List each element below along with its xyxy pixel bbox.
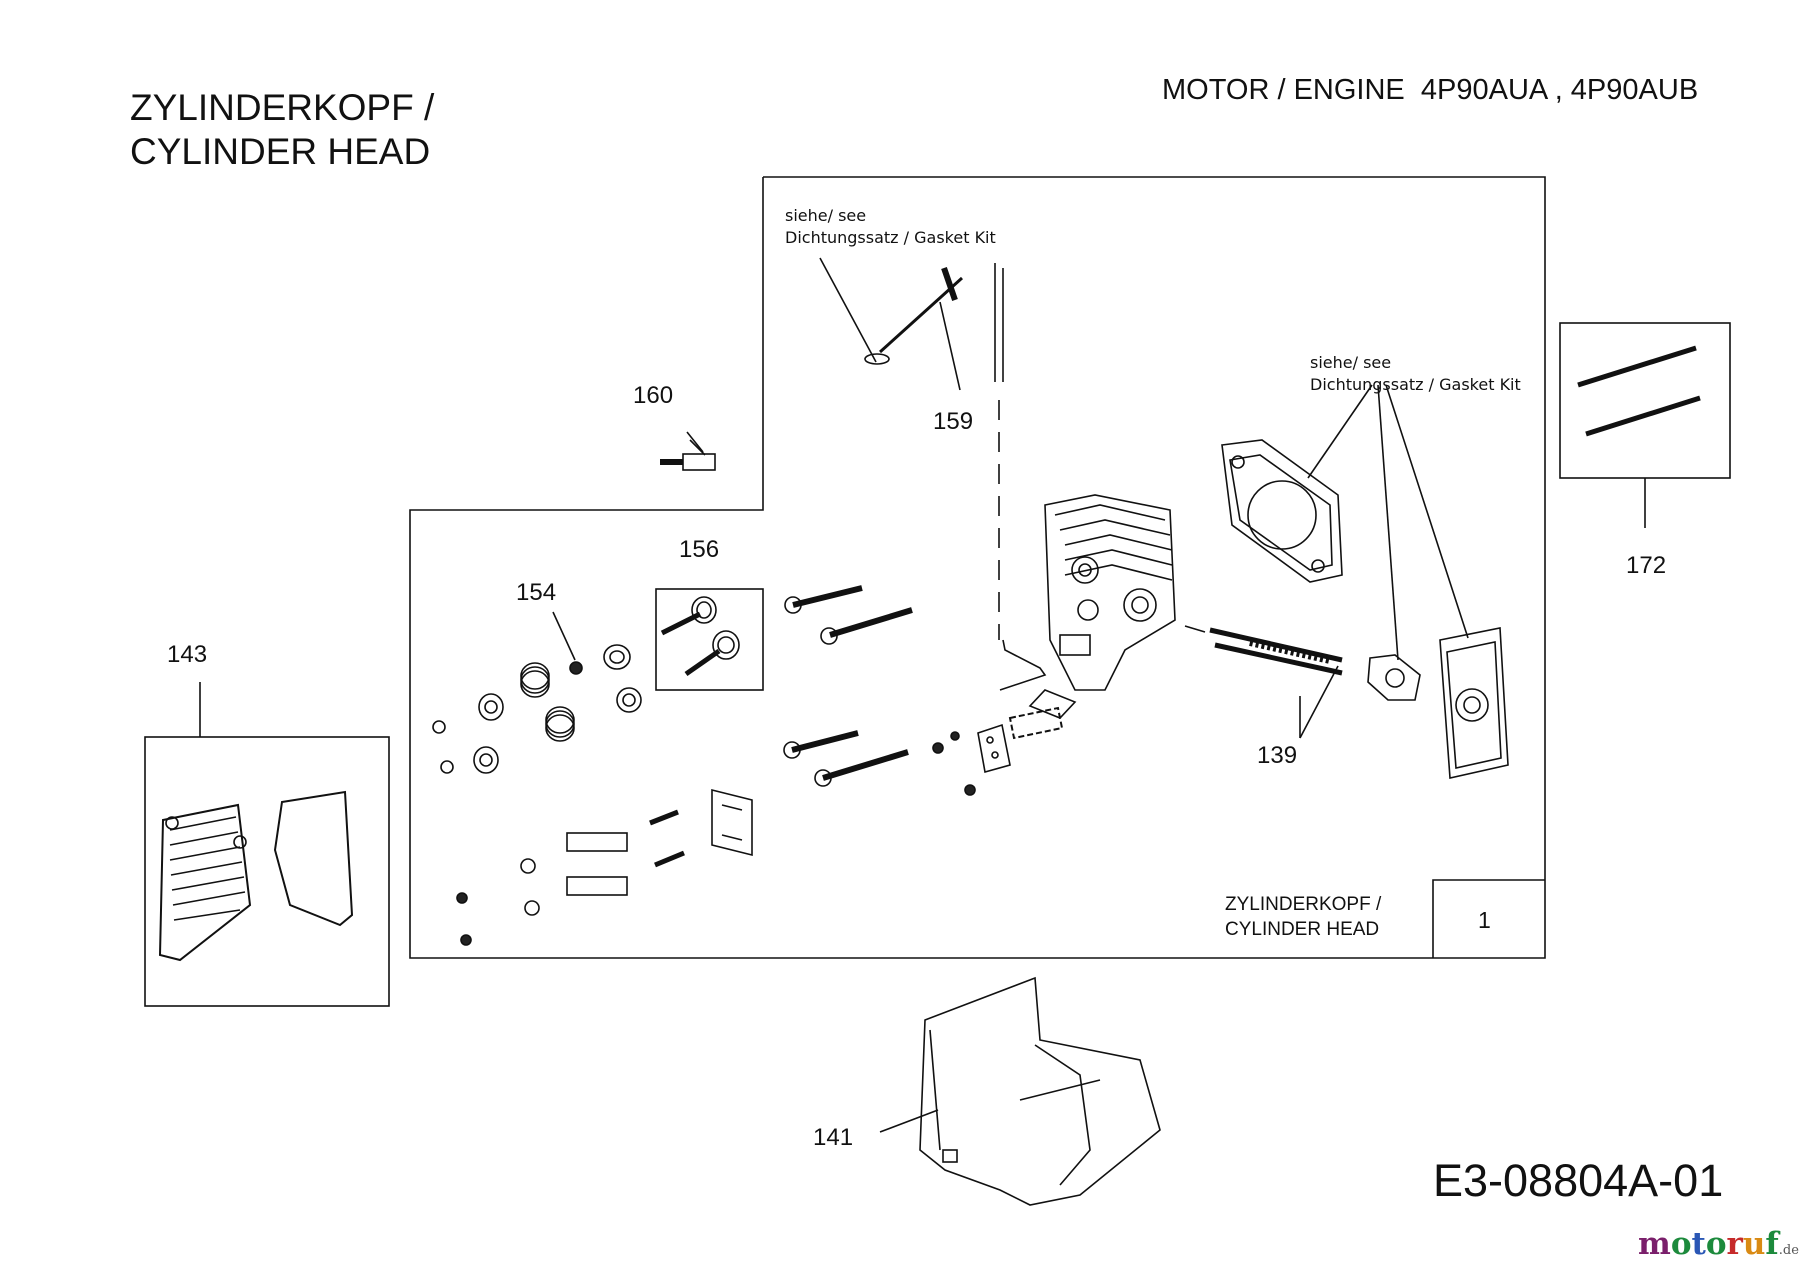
- spark-plug-icon: [660, 439, 716, 471]
- head-gasket-icon: [1221, 439, 1343, 583]
- part-number-160: 160: [633, 382, 674, 409]
- brand-letter: t: [1691, 1226, 1706, 1262]
- title-block-number: 1: [1478, 907, 1491, 933]
- note-line: siehe/ see: [1310, 353, 1392, 372]
- valve-icon: [660, 596, 740, 677]
- part-number-172: 172: [1626, 552, 1667, 579]
- valve-retainer-icon: [432, 644, 642, 774]
- title-block-line: CYLINDER HEAD: [1225, 919, 1380, 940]
- assembly-frame: [409, 176, 1546, 959]
- box-156: [655, 588, 764, 691]
- brand-letter: m: [1638, 1226, 1671, 1262]
- brand-letter: f: [1765, 1226, 1779, 1262]
- intake-gasket-icon: [1367, 654, 1421, 701]
- valve-spring-icon: [520, 662, 575, 742]
- page-title-line-1: ZYLINDERKOPF /: [130, 87, 435, 128]
- brand-logo-main: motoruf: [1638, 1226, 1779, 1262]
- brand-letter: o: [1705, 1226, 1727, 1262]
- engine-label: MOTOR / ENGINE 4P90AUA , 4P90AUB: [1162, 74, 1699, 106]
- brand-letter: r: [1726, 1226, 1743, 1262]
- page-title-line-2: CYLINDER HEAD: [130, 131, 431, 172]
- title-block-line: ZYLINDERKOPF /: [1225, 894, 1382, 915]
- head-bolt-icon: [783, 585, 913, 787]
- drawing-code: E3-08804A-01: [1433, 1155, 1724, 1206]
- brand-logo: motoruf.de: [1638, 1226, 1799, 1262]
- part-number-154: 154: [516, 579, 557, 606]
- title-block-frame: [1432, 879, 1545, 958]
- cylinder-head-icon: [1044, 494, 1176, 691]
- gasket-kit-note-2: siehe/ see Dichtungssatz / Gasket Kit: [1310, 352, 1521, 396]
- note-line: Dichtungssatz / Gasket Kit: [785, 228, 996, 247]
- note-line: Dichtungssatz / Gasket Kit: [1310, 375, 1521, 394]
- part-number-159: 159: [933, 408, 974, 435]
- part-number-139: 139: [1257, 742, 1298, 769]
- part-number-141: 141: [813, 1124, 854, 1151]
- box-172: [1559, 322, 1731, 479]
- guide-plate-icon: [711, 788, 753, 857]
- note-line: siehe/ see: [785, 206, 867, 225]
- leader-lines: [686, 384, 1469, 1133]
- stud-bolt-icon: [1184, 625, 1343, 676]
- valve-cover-gasket-icon: [273, 790, 354, 927]
- part-number-156: 156: [679, 536, 720, 563]
- page-title: ZYLINDERKOPF / CYLINDER HEAD: [130, 86, 434, 174]
- rocker-arm-icon: [456, 809, 685, 946]
- brand-logo-suffix: .de: [1778, 1243, 1799, 1258]
- breather-icon: [932, 689, 1077, 796]
- insulator-plate-icon: [1439, 627, 1509, 779]
- cylinder-shroud-icon: [919, 976, 1161, 1206]
- title-block-label: ZYLINDERKOPF / CYLINDER HEAD: [1225, 892, 1381, 942]
- gasket-kit-note-1: siehe/ see Dichtungssatz / Gasket Kit: [785, 205, 996, 249]
- brand-letter: o: [1670, 1226, 1692, 1262]
- box-143: [144, 736, 390, 1007]
- valve-cover-icon: [158, 803, 252, 962]
- valve-guide-icon: [819, 257, 1004, 391]
- brand-letter: u: [1742, 1226, 1766, 1262]
- pushrod-icon: [1577, 345, 1701, 437]
- part-number-143: 143: [167, 641, 208, 668]
